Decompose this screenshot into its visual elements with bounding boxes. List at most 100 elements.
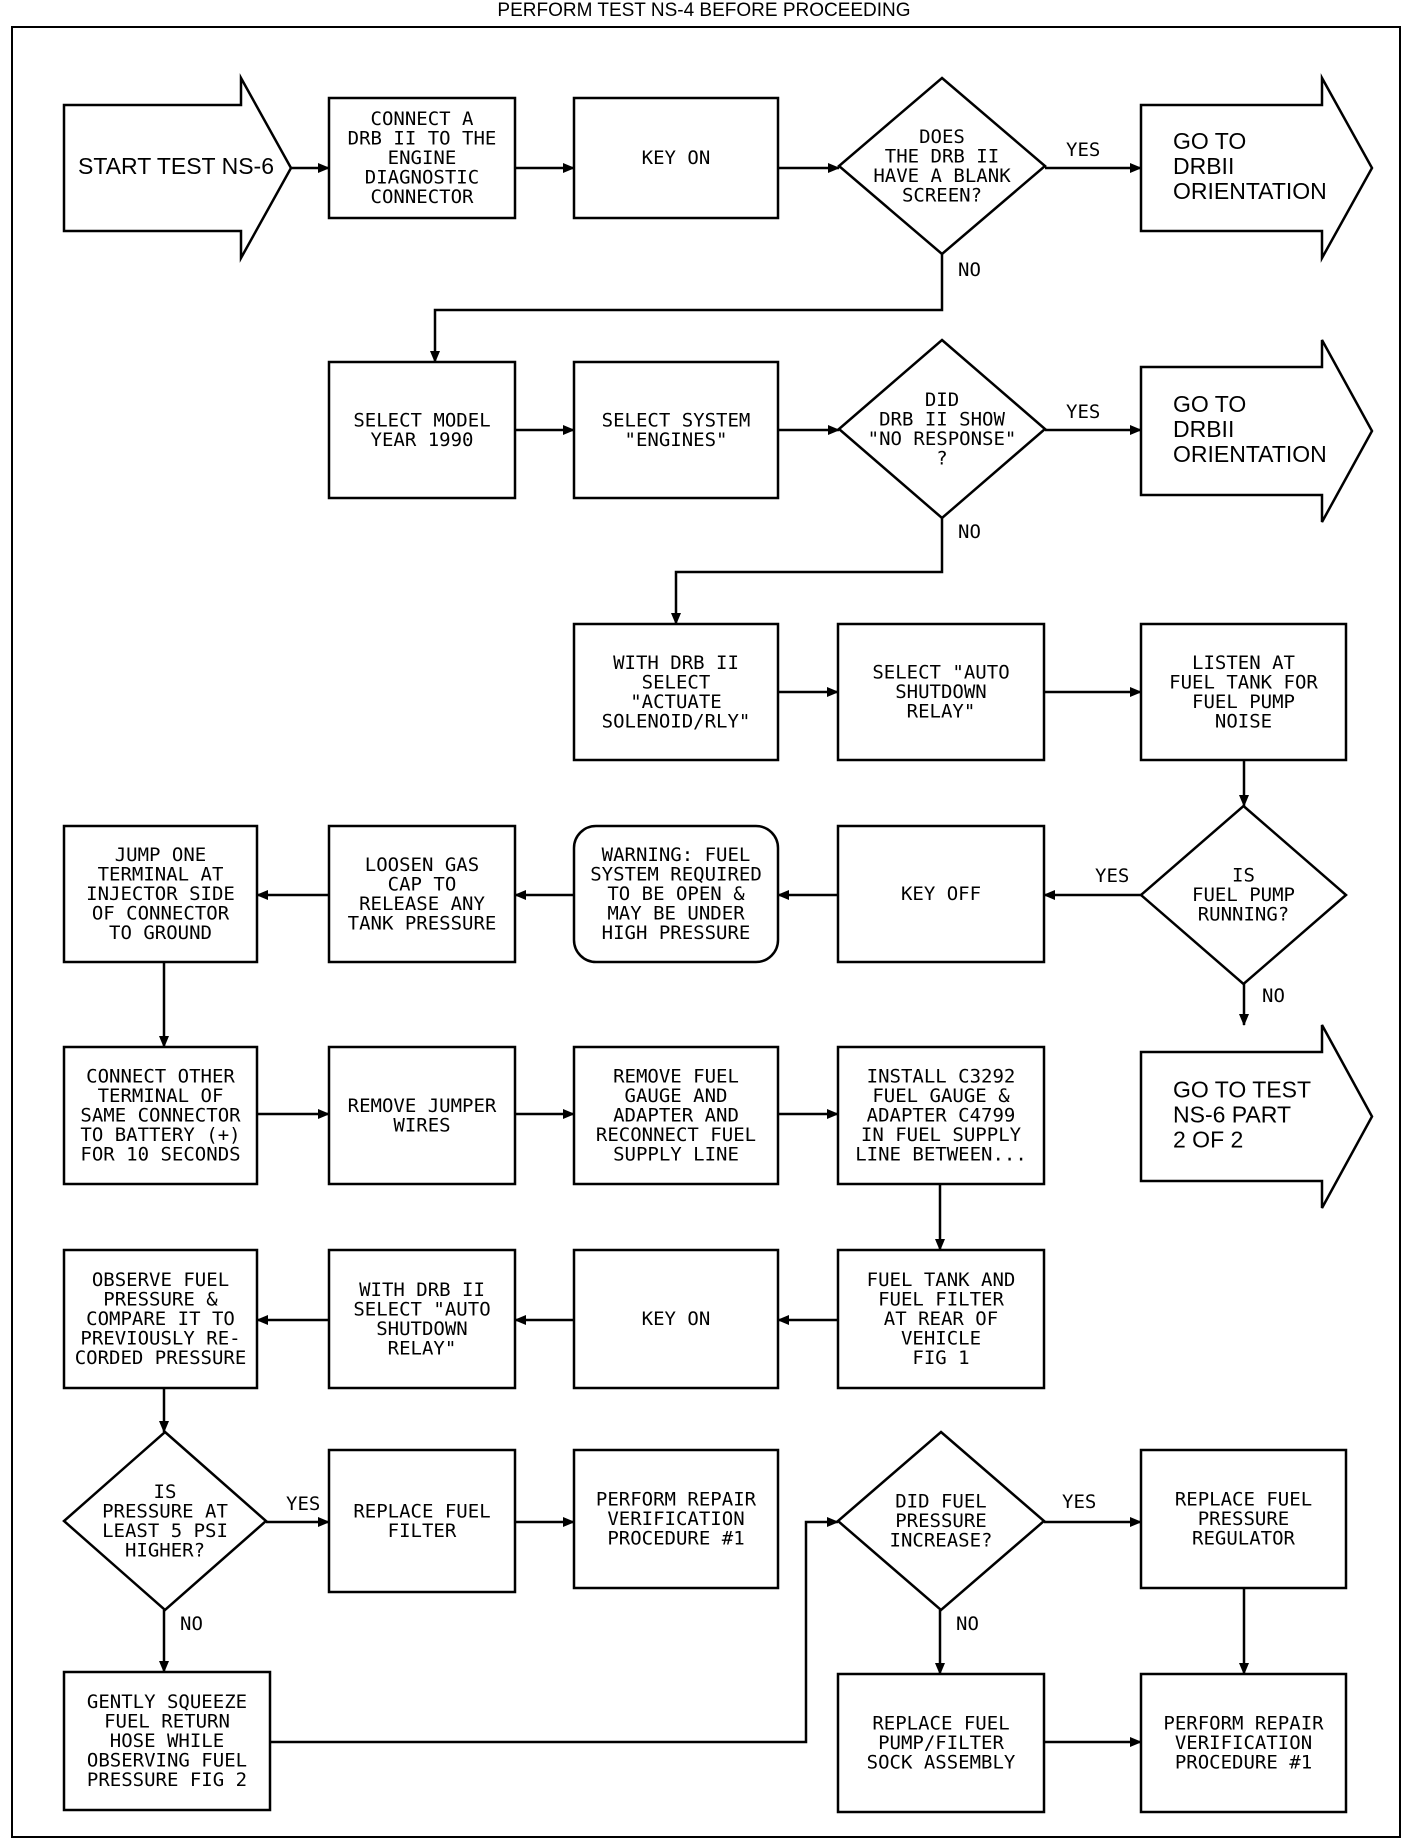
node-text-line: PUMP/FILTER [878, 1732, 1004, 1754]
node-text-line: ADAPTER C4799 [867, 1105, 1016, 1127]
box-shape [62, 824, 259, 964]
node-text-line: PRESSURE AT [102, 1500, 228, 1522]
node-key-on-1: KEY ON [572, 96, 780, 220]
diamond-shape [1139, 804, 1348, 986]
node-text-line: LOOSEN GAS [365, 854, 479, 876]
box-shape [572, 1045, 780, 1186]
node-text-line: REGULATOR [1192, 1528, 1296, 1550]
node-text-line: CONNECTOR [371, 186, 475, 208]
diamond-shape [62, 1430, 268, 1612]
arrow-shape [1139, 339, 1374, 523]
node-text-line: PERFORM REPAIR [596, 1489, 757, 1511]
node-text-line: LINE BETWEEN... [855, 1144, 1027, 1166]
node-text-line: SELECT MODEL [353, 409, 490, 431]
node-text-line: OBSERVE FUEL [92, 1269, 229, 1291]
box-shape [836, 824, 1046, 964]
node-text-line: REMOVE JUMPER [348, 1095, 497, 1117]
node-text-line: NOISE [1215, 710, 1272, 732]
node-text-line: PERFORM REPAIR [1163, 1713, 1324, 1735]
box-shape [62, 1248, 259, 1390]
node-text-line: AT REAR OF [884, 1308, 998, 1330]
node-text-line: KEY ON [642, 147, 711, 169]
diamond-shape [837, 76, 1047, 256]
box-shape [572, 622, 780, 762]
node-text-line: LISTEN AT [1192, 652, 1295, 674]
node-text-line: DRBII [1173, 153, 1234, 179]
box-shape [572, 1448, 780, 1590]
edge-blank-screen-to-select-model [430, 254, 944, 363]
node-text-line: FUEL PUMP [1192, 691, 1295, 713]
node-text-line: VERIFICATION [607, 1508, 744, 1530]
node-text-line: CORDED PRESSURE [75, 1347, 247, 1369]
node-text-line: SOLENOID/RLY" [602, 710, 751, 732]
node-text-line: GO TO TEST [1173, 1077, 1311, 1103]
node-text-line: GENTLY SQUEEZE [87, 1691, 247, 1713]
node-text-line: RECONNECT FUEL [596, 1124, 756, 1146]
node-text-line: FUEL TANK FOR [1169, 671, 1318, 693]
node-text-line: THE DRB II [885, 145, 999, 167]
node-text-line: YEAR 1990 [371, 429, 474, 451]
node-text-line: PRESSURE FIG 2 [87, 1769, 247, 1791]
node-text-line: PRESSURE [895, 1510, 987, 1532]
node-text-line: TERMINAL OF [98, 1085, 224, 1107]
arrow-shape [62, 73, 293, 263]
box-shape [572, 1248, 780, 1390]
node-text-line: PROCEDURE #1 [1175, 1752, 1312, 1774]
node-text-line: HAVE A BLANK [873, 165, 1011, 187]
node-text-line: COMPARE IT TO [86, 1308, 235, 1330]
node-text-line: ADAPTER AND [613, 1105, 739, 1127]
node-text-line: RELAY" [907, 701, 976, 723]
node-text-line: FIG 1 [912, 1347, 969, 1369]
node-text-line: ? [936, 447, 947, 469]
node-text-line: LEAST 5 PSI [102, 1520, 228, 1542]
node-text-line: HIGH PRESSURE [602, 922, 751, 944]
box-shape [1139, 1672, 1348, 1814]
node-key-off: KEY OFF [836, 824, 1046, 964]
node-text-line: DRBII [1173, 416, 1234, 442]
node-text-line: REPLACE FUEL [353, 1500, 490, 1522]
box-shape [327, 824, 517, 964]
node-text-line: VEHICLE [901, 1328, 981, 1350]
node-text-line: TANK PRESSURE [348, 912, 497, 934]
node-text-line: SHUTDOWN [895, 681, 987, 703]
node-text-line: REPLACE FUEL [1175, 1489, 1312, 1511]
node-text-line: SAME CONNECTOR [80, 1105, 241, 1127]
diagram-title: PERFORM TEST NS-4 BEFORE PROCEEDING [497, 0, 911, 21]
node-text-line: WARNING: FUEL [602, 844, 751, 866]
node-text-line: TO BE OPEN & [607, 883, 745, 905]
edge-label-no: NO [958, 521, 981, 543]
node-text-line: INSTALL C3292 [867, 1066, 1016, 1088]
box-shape [327, 1248, 517, 1390]
node-text-line: REPLACE FUEL [872, 1713, 1009, 1735]
node-text-line: SCREEN? [902, 184, 982, 206]
node-text-line: HOSE WHILE [110, 1730, 224, 1752]
node-text-line: OF CONNECTOR [92, 903, 230, 925]
node-text-line: TERMINAL AT [98, 864, 224, 886]
node-text-line: FUEL PUMP [1192, 884, 1295, 906]
box-shape [327, 1448, 517, 1594]
box-shape [62, 1670, 272, 1812]
box-shape [836, 622, 1046, 762]
node-text-line: SYSTEM REQUIRED [590, 864, 762, 886]
node-text-line: ORIENTATION [1173, 178, 1327, 204]
node-text-line: DRB II TO THE [348, 128, 497, 150]
box-shape [62, 1045, 259, 1186]
node-text-line: DID FUEL [895, 1491, 987, 1513]
